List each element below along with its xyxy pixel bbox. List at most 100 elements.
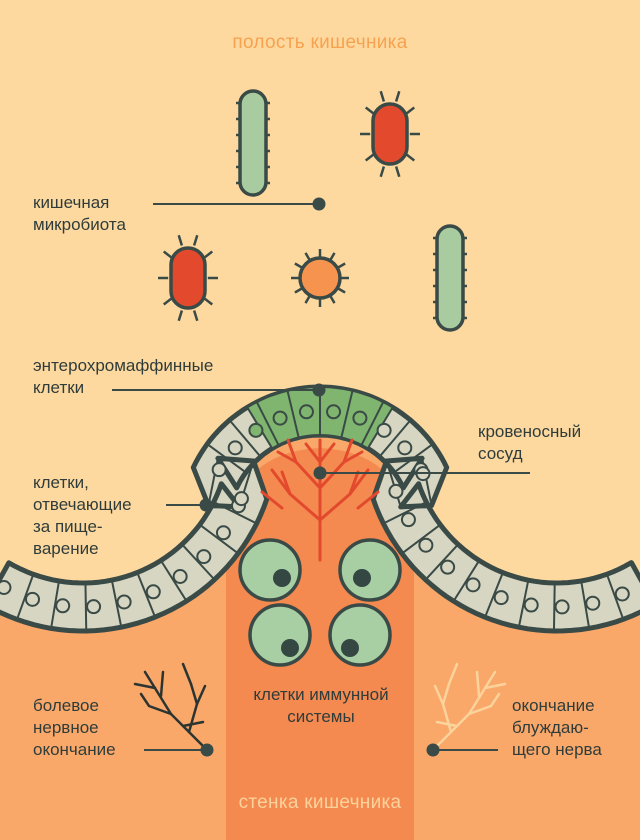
digestive-cell-nucleus [585,595,601,611]
coccus-bacterium [291,249,349,307]
cell-divider [580,580,591,629]
flagellum [364,153,375,162]
digestive-cell-nucleus [86,599,102,615]
immune-cell-body [238,538,302,602]
immune-cell-nucleus [353,569,371,587]
rod-bacterium-body [238,89,268,197]
cell-divider [401,523,441,555]
immune-cell-body [338,538,402,602]
cell-divider [378,419,412,458]
cell-divider [213,501,258,525]
leader-dot [426,743,440,757]
leader-digestive-cells [166,498,213,512]
cell-divider [84,582,88,631]
flagellum [379,166,386,178]
flagellum [405,106,416,115]
lumen-title: полость кишечника [232,32,408,53]
immune-cell-2 [338,538,402,602]
rod-bacterium-2 [433,224,467,332]
digestive-cell-nucleus [233,491,249,507]
digestive-cell-nucleus [227,440,243,456]
nerve-branch [181,720,205,728]
digestive-cell-nucleus [116,594,132,610]
cell-divider [199,523,239,555]
digestive-cell-nucleus [172,569,188,585]
coccus-body [298,256,342,300]
immune-cell-3 [248,603,312,667]
enterochromaffin-nucleus [272,410,288,426]
digestive-cell-nucleus [388,483,404,499]
digestive-cell-nucleus [145,584,161,600]
cell-divider [160,559,188,602]
flagellum [162,250,173,259]
cell-divider [206,443,247,474]
epithelium [0,384,640,634]
flagellum [394,90,401,102]
cell-divider [605,573,625,620]
cell-divider [630,562,640,581]
nerve-branch [483,682,507,690]
cell-divider [136,572,157,618]
digestive-cell-nucleus [376,422,392,438]
vessel-branch [342,450,364,464]
flagellum [203,250,214,259]
label-vagus-nerve: окончание блуждаю- щего нерва [512,696,602,759]
vessel-branch [356,490,380,510]
cell-divider [393,443,434,474]
immune-cell-nucleus [341,639,359,657]
immune-cell-4 [328,603,392,667]
blood-vessel [260,438,380,562]
digestive-cell-nucleus [196,549,212,565]
digestive-cell-nucleus [0,579,12,595]
cell-divider [452,559,481,602]
digestive-cell-nucleus [397,440,413,456]
vessel-branch [280,470,292,496]
immune-cell-nucleus [273,569,291,587]
cell-divider [16,573,35,620]
epithelial-cells [0,387,640,631]
nerve-branch [467,692,501,716]
flagellum [162,297,173,306]
digestive-cell-nucleus [400,512,416,528]
leader-pain-nerve [144,743,214,757]
digestive-cell-nucleus [493,590,509,606]
label-immune-cells: клетки иммунной системы [253,685,389,726]
leader-blood-vessel [313,466,530,480]
cell-divider [360,401,385,446]
digestive-cell-nucleus [523,597,539,613]
label-digestive-cells: клетки, отвечающие за пище- варение [33,473,132,558]
leader-dot [199,498,213,512]
digestive-cell-nucleus [211,462,227,478]
label-blood-vessel: кровеносный сосуд [478,422,582,463]
vessel-branch [318,442,336,464]
rod-bacterium-1 [236,89,270,197]
digestive-cell-nucleus [614,586,630,602]
enterochromaffin-nucleus [352,410,368,426]
digestive-cell-nucleus [554,599,570,615]
digestive-cell-nucleus [24,591,40,607]
flagellum [203,297,214,306]
leader-dot [313,466,327,480]
cell-divider [50,580,60,629]
cell-divider [286,390,300,438]
digestive-cell-nucleus [418,537,434,553]
flagellum [405,153,416,162]
nerve-branch [195,684,207,706]
vessel-branch [348,470,360,496]
cell-divider [255,401,280,446]
vagus-nerve-ending [431,662,507,752]
pain-nerve-ending [133,662,209,752]
cell-divider [424,543,459,581]
nerve-branch [181,662,193,686]
nerve-branch [133,682,157,690]
cell-divider [228,419,262,458]
nerve-branch [139,692,173,716]
cell-divider [340,390,354,438]
red-bacterium-2 [158,234,218,322]
flagellum [177,234,184,246]
nerve-branch [475,670,481,698]
digestive-cell-nucleus [440,559,456,575]
digestive-cell-nucleus [465,577,481,593]
rod-bacterium-body [435,224,465,332]
